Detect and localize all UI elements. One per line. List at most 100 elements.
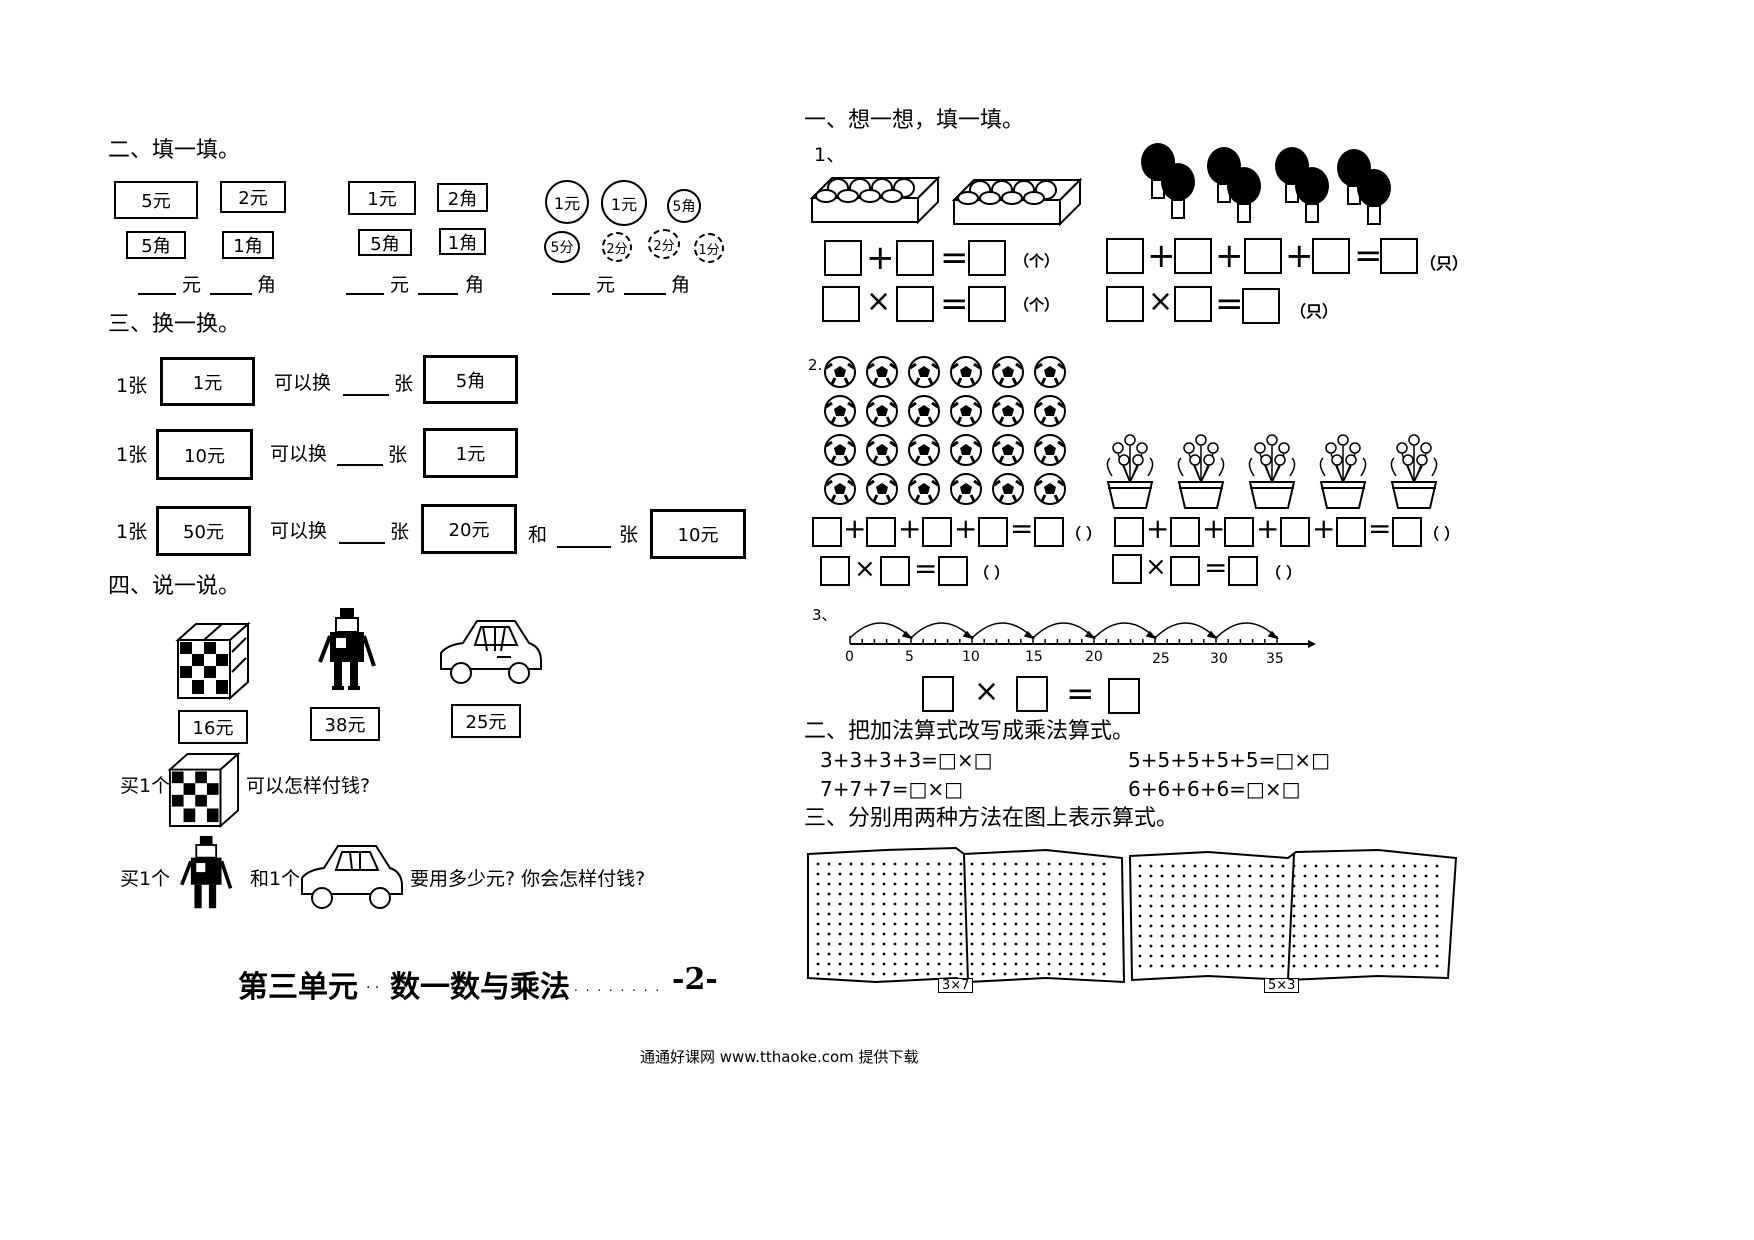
grid-dot xyxy=(1314,904,1318,908)
grid-dot xyxy=(1391,864,1395,868)
answer-box[interactable] xyxy=(1106,238,1144,274)
answer-box[interactable] xyxy=(922,517,952,547)
grid-dot xyxy=(1138,954,1142,958)
answer-box[interactable] xyxy=(922,676,954,712)
grid-dot xyxy=(981,912,985,916)
answer-box[interactable] xyxy=(1016,676,1048,712)
grid-dot xyxy=(937,892,941,896)
egg-tray-icon xyxy=(809,175,941,225)
dot-grid-panel[interactable] xyxy=(1128,846,1458,988)
answer-blank[interactable] xyxy=(346,293,384,295)
rewrite-item[interactable]: 6+6+6+6=□×□ xyxy=(1128,777,1301,801)
grid-dot xyxy=(970,882,974,886)
grid-dot xyxy=(1380,904,1384,908)
answer-blank[interactable] xyxy=(210,293,252,295)
rewrite-item[interactable]: 5+5+5+5+5=□×□ xyxy=(1128,748,1330,772)
answer-box[interactable] xyxy=(896,240,934,276)
grid-dot xyxy=(992,872,996,876)
grid-dot xyxy=(816,892,820,896)
grid-dot xyxy=(1069,882,1073,886)
grid-dot xyxy=(926,972,930,976)
answer-blank[interactable] xyxy=(552,293,590,295)
answer-box[interactable] xyxy=(1170,556,1200,586)
grid-dot xyxy=(948,942,952,946)
grid-dot xyxy=(1182,964,1186,968)
grid-dot xyxy=(871,952,875,956)
grid-dot xyxy=(1248,954,1252,958)
answer-box[interactable] xyxy=(1170,517,1200,547)
answer-box[interactable] xyxy=(896,286,934,322)
unit-paren: （ ） xyxy=(1066,525,1102,543)
answer-box[interactable] xyxy=(820,556,850,586)
grid-dot xyxy=(904,912,908,916)
grid-dot xyxy=(1281,884,1285,888)
grid-dot xyxy=(1080,972,1084,976)
answer-box[interactable] xyxy=(1392,517,1422,547)
grid-dot xyxy=(948,952,952,956)
answer-box[interactable] xyxy=(1242,288,1280,324)
answer-box[interactable] xyxy=(1280,517,1310,547)
answer-box[interactable] xyxy=(822,286,860,322)
grid-dot xyxy=(1380,914,1384,918)
grid-dot xyxy=(1347,894,1351,898)
answer-box[interactable] xyxy=(1034,517,1064,547)
grid-dot xyxy=(1014,872,1018,876)
grid-dot xyxy=(1080,892,1084,896)
answer-blank[interactable] xyxy=(624,293,666,295)
dot-grid-panel[interactable] xyxy=(806,846,1126,994)
grid-dot xyxy=(1215,944,1219,948)
grid-dot xyxy=(1193,884,1197,888)
answer-box[interactable] xyxy=(1312,238,1350,274)
grid-dot xyxy=(1292,954,1296,958)
answer-box[interactable] xyxy=(1174,238,1212,274)
answer-box[interactable] xyxy=(968,286,1006,322)
grid-dot xyxy=(1138,894,1142,898)
grid-dot xyxy=(1025,892,1029,896)
answer-box[interactable] xyxy=(1112,554,1142,584)
answer-box[interactable] xyxy=(1224,517,1254,547)
answer-blank[interactable] xyxy=(138,293,176,295)
grid-dot xyxy=(893,882,897,886)
answer-blank[interactable] xyxy=(418,293,458,295)
grid-dot xyxy=(816,902,820,906)
answer-box[interactable] xyxy=(1114,517,1144,547)
answer-box[interactable] xyxy=(1108,678,1140,714)
rewrite-item[interactable]: 3+3+3+3=□×□ xyxy=(820,748,993,772)
answer-box[interactable] xyxy=(938,556,968,586)
soccer-ball-icon xyxy=(824,473,856,505)
grid-dot xyxy=(1292,874,1296,878)
answer-box[interactable] xyxy=(1228,556,1258,586)
grid-dot xyxy=(1402,964,1406,968)
grid-dot xyxy=(1424,904,1428,908)
answer-box[interactable] xyxy=(812,517,842,547)
answer-box[interactable] xyxy=(1380,238,1418,274)
grid-dot xyxy=(1003,862,1007,866)
answer-box[interactable] xyxy=(1174,286,1212,322)
answer-box[interactable] xyxy=(1336,517,1366,547)
grid-dot xyxy=(1069,942,1073,946)
soccer-ball-icon xyxy=(950,356,982,388)
answer-box[interactable] xyxy=(1106,286,1144,322)
grid-dot xyxy=(1058,942,1062,946)
grid-dot xyxy=(1182,924,1186,928)
rewrite-item[interactable]: 7+7+7=□×□ xyxy=(820,777,963,801)
answer-box[interactable] xyxy=(1244,238,1282,274)
grid-dot xyxy=(1171,904,1175,908)
answer-box[interactable] xyxy=(978,517,1008,547)
answer-box[interactable] xyxy=(866,517,896,547)
egg-tray-icon xyxy=(951,177,1083,227)
answer-box[interactable] xyxy=(968,240,1006,276)
answer-blank[interactable] xyxy=(337,464,383,466)
grid-dot xyxy=(1325,954,1329,958)
grid-dot xyxy=(1160,884,1164,888)
grid-dot xyxy=(937,862,941,866)
answer-blank[interactable] xyxy=(557,546,611,548)
grid-dot xyxy=(1058,912,1062,916)
answer-box[interactable] xyxy=(880,556,910,586)
grid-dot xyxy=(1069,972,1073,976)
answer-blank[interactable] xyxy=(339,542,385,544)
answer-box[interactable] xyxy=(824,240,862,276)
yuan-label: 元 xyxy=(182,274,202,296)
grid-dot xyxy=(1204,964,1208,968)
answer-blank[interactable] xyxy=(343,394,389,396)
